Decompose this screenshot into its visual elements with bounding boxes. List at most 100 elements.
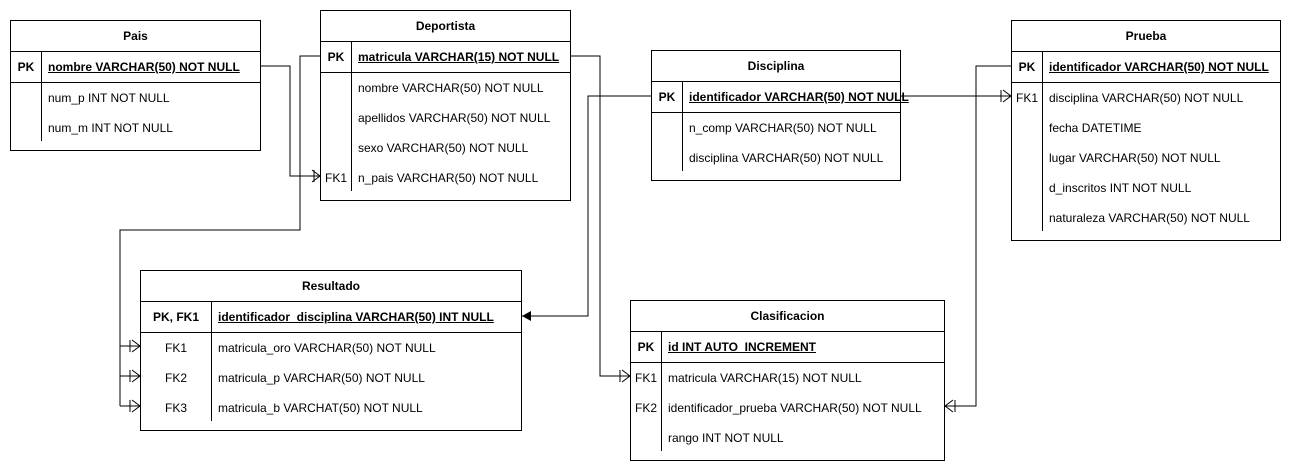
key-label: PK [637, 340, 655, 354]
field-label: identificador VARCHAR(50) NOT NULL [1049, 60, 1269, 74]
field-label: matricula_p VARCHAR(50) NOT NULL [218, 371, 425, 385]
attribute-row: apellidos VARCHAR(50) NOT NULL [321, 103, 570, 133]
crowfoot-deportista-npais [311, 169, 321, 183]
key-label: FK1 [164, 341, 187, 355]
field-label: sexo VARCHAR(50) NOT NULL [358, 141, 529, 155]
attribute-row: FK1 matricula_oro VARCHAR(50) NOT NULL [141, 333, 521, 363]
entity-prueba[interactable]: Prueba PK identificador VARCHAR(50) NOT … [1011, 20, 1281, 241]
key-label [321, 103, 351, 133]
attribute-row: FK1 matricula VARCHAR(15) NOT NULL [631, 363, 944, 393]
key-label [652, 113, 682, 143]
key-label: FK1 [324, 171, 347, 185]
attribute-row: fecha DATETIME [1012, 113, 1280, 143]
edge-pais-deportista [261, 65, 320, 177]
attribute-row: FK2 matricula_p VARCHAR(50) NOT NULL [141, 363, 521, 393]
field-label: identificador VARCHAR(50) NOT NULL [689, 90, 909, 104]
key-label: PK [658, 90, 676, 104]
key-label: PK [1018, 60, 1036, 74]
key-label: FK3 [164, 401, 187, 415]
field-label: matricula VARCHAR(15) NOT NULL [668, 371, 862, 385]
edge-deportista-clasificacion [571, 55, 630, 377]
key-column-divider [682, 81, 683, 171]
key-label: PK [327, 50, 345, 64]
key-label: PK [17, 60, 35, 74]
entity-title: Deportista [321, 11, 570, 42]
field-label: matricula_oro VARCHAR(50) NOT NULL [218, 341, 436, 355]
entity-title: Pais [11, 21, 260, 52]
field-label: rango INT NOT NULL [668, 431, 784, 445]
attribute-row: lugar VARCHAR(50) NOT NULL [1012, 143, 1280, 173]
field-label: lugar VARCHAR(50) NOT NULL [1049, 151, 1221, 165]
field-label: disciplina VARCHAR(50) NOT NULL [1049, 91, 1244, 105]
key-column-divider [351, 41, 352, 191]
field-label: n_comp VARCHAR(50) NOT NULL [689, 121, 877, 135]
entity-clasificacion[interactable]: Clasificacion PK id INT AUTO_INCREMENT F… [630, 300, 945, 461]
key-label [321, 133, 351, 163]
key-label [1012, 113, 1042, 143]
key-label [1012, 143, 1042, 173]
attribute-row: num_p INT NOT NULL [11, 83, 260, 113]
key-label: FK2 [164, 371, 187, 385]
attribute-row: naturaleza VARCHAR(50) NOT NULL [1012, 203, 1280, 233]
arrowhead-resultado [522, 311, 531, 321]
entity-pais[interactable]: Pais PK nombre VARCHAR(50) NOT NULL num_… [10, 20, 261, 151]
field-label: naturaleza VARCHAR(50) NOT NULL [1049, 211, 1250, 225]
crowfoot-clasificacion-fk2 [944, 399, 956, 413]
field-label: matricula_b VARCHAT(50) NOT NULL [218, 401, 423, 415]
key-label: PK, FK1 [152, 310, 199, 324]
key-column-divider [661, 331, 662, 451]
attribute-row: FK1 disciplina VARCHAR(50) NOT NULL [1012, 83, 1280, 113]
field-label: num_p INT NOT NULL [48, 91, 170, 105]
field-label: num_m INT NOT NULL [48, 121, 173, 135]
field-label: disciplina VARCHAR(50) NOT NULL [689, 151, 884, 165]
key-label [1012, 173, 1042, 203]
attribute-row: FK3 matricula_b VARCHAT(50) NOT NULL [141, 393, 521, 423]
key-column-divider [41, 51, 42, 141]
field-label: nombre VARCHAR(50) NOT NULL [48, 60, 240, 74]
key-label [321, 73, 351, 103]
entity-resultado[interactable]: Resultado PK, FK1 identificador_discipli… [140, 270, 522, 431]
attribute-row: num_m INT NOT NULL [11, 113, 260, 143]
attribute-row: FK1 n_pais VARCHAR(50) NOT NULL [321, 163, 570, 193]
field-label: d_inscritos INT NOT NULL [1049, 181, 1192, 195]
crowfoot-resultado-fk1 [129, 339, 141, 353]
key-label: FK1 [1015, 91, 1038, 105]
field-label: fecha DATETIME [1049, 121, 1142, 135]
entity-title: Resultado [141, 271, 521, 302]
field-label: id INT AUTO_INCREMENT [668, 340, 817, 354]
pk-row: PK id INT AUTO_INCREMENT [631, 332, 944, 363]
key-label [1012, 203, 1042, 233]
attribute-row: rango INT NOT NULL [631, 423, 944, 453]
pk-row: PK, FK1 identificador_disciplina VARCHAR… [141, 302, 521, 333]
pk-row: PK identificador VARCHAR(50) NOT NULL [652, 82, 909, 113]
entity-deportista[interactable]: Deportista PK matricula VARCHAR(15) NOT … [320, 10, 571, 201]
attribute-row: sexo VARCHAR(50) NOT NULL [321, 133, 570, 163]
key-label [652, 143, 682, 173]
crowfoot-clasificacion-fk1 [619, 369, 631, 383]
attribute-row: n_comp VARCHAR(50) NOT NULL [652, 113, 900, 143]
edge-prueba-clasificacion [945, 65, 1011, 407]
crowfoot-prueba-fk1 [1000, 89, 1012, 103]
entity-disciplina[interactable]: Disciplina PK identificador VARCHAR(50) … [651, 50, 909, 181]
pk-row: PK nombre VARCHAR(50) NOT NULL [11, 52, 260, 83]
crowfoot-resultado-fk3 [129, 399, 141, 413]
field-label: apellidos VARCHAR(50) NOT NULL [358, 111, 551, 125]
attribute-row: FK2 identificador_prueba VARCHAR(50) NOT… [631, 393, 944, 423]
entity-title: Disciplina [652, 51, 900, 82]
key-label: FK1 [634, 371, 657, 385]
entity-title: Prueba [1012, 21, 1280, 52]
key-label: FK2 [634, 401, 657, 415]
crowfoot-resultado-fk2 [129, 369, 141, 383]
pk-row: PK identificador VARCHAR(50) NOT NULL [1012, 52, 1280, 83]
key-label [11, 83, 41, 113]
key-column-divider [1042, 51, 1043, 231]
field-label: n_pais VARCHAR(50) NOT NULL [358, 171, 539, 185]
entity-title: Clasificacion [631, 301, 944, 332]
pk-row: PK matricula VARCHAR(15) NOT NULL [321, 42, 570, 73]
key-label [631, 423, 661, 453]
key-label [11, 113, 41, 143]
field-label: identificador_disciplina VARCHAR(50) INT… [218, 310, 494, 324]
attribute-row: d_inscritos INT NOT NULL [1012, 173, 1280, 203]
attribute-row: nombre VARCHAR(50) NOT NULL [321, 73, 570, 103]
field-label: identificador_prueba VARCHAR(50) NOT NUL… [668, 401, 922, 415]
